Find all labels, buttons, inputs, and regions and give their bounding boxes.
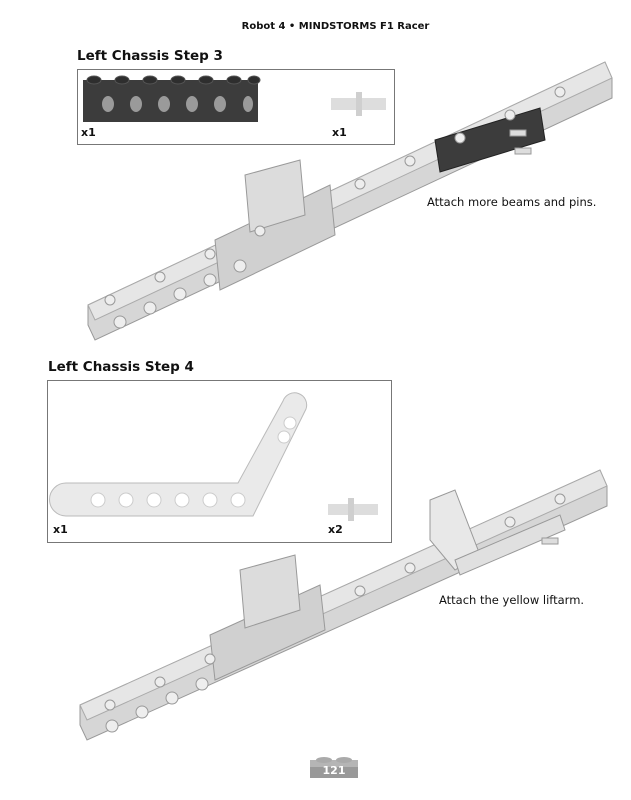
part-qty: x1 (81, 126, 96, 139)
running-header: Robot 4 • MINDSTORMS F1 Racer (241, 21, 430, 32)
page-number: 121 (322, 764, 346, 777)
step4-caption: Attach the yellow liftarm. (439, 593, 585, 607)
pin-part-icon (328, 498, 378, 521)
step3-title: Left Chassis Step 3 (77, 48, 223, 64)
step4-title: Left Chassis Step 4 (48, 359, 194, 375)
liftarm-part-icon (49, 392, 378, 521)
step4-parts-box: x1 x2 (47, 380, 392, 543)
part-qty: x1 (332, 126, 347, 139)
brick-icon (310, 757, 358, 778)
part-qty: x2 (328, 523, 343, 536)
step3-parts-box: x1 x1 (77, 69, 395, 145)
step3-caption: Attach more beams and pins. (427, 195, 597, 209)
part-qty: x1 (53, 523, 68, 536)
page-number-badge: 121 (310, 756, 358, 778)
dark-beam-part-icon (83, 75, 386, 122)
step4-model (79, 469, 608, 741)
pin-part-icon (331, 92, 386, 116)
step3-model (87, 61, 613, 341)
